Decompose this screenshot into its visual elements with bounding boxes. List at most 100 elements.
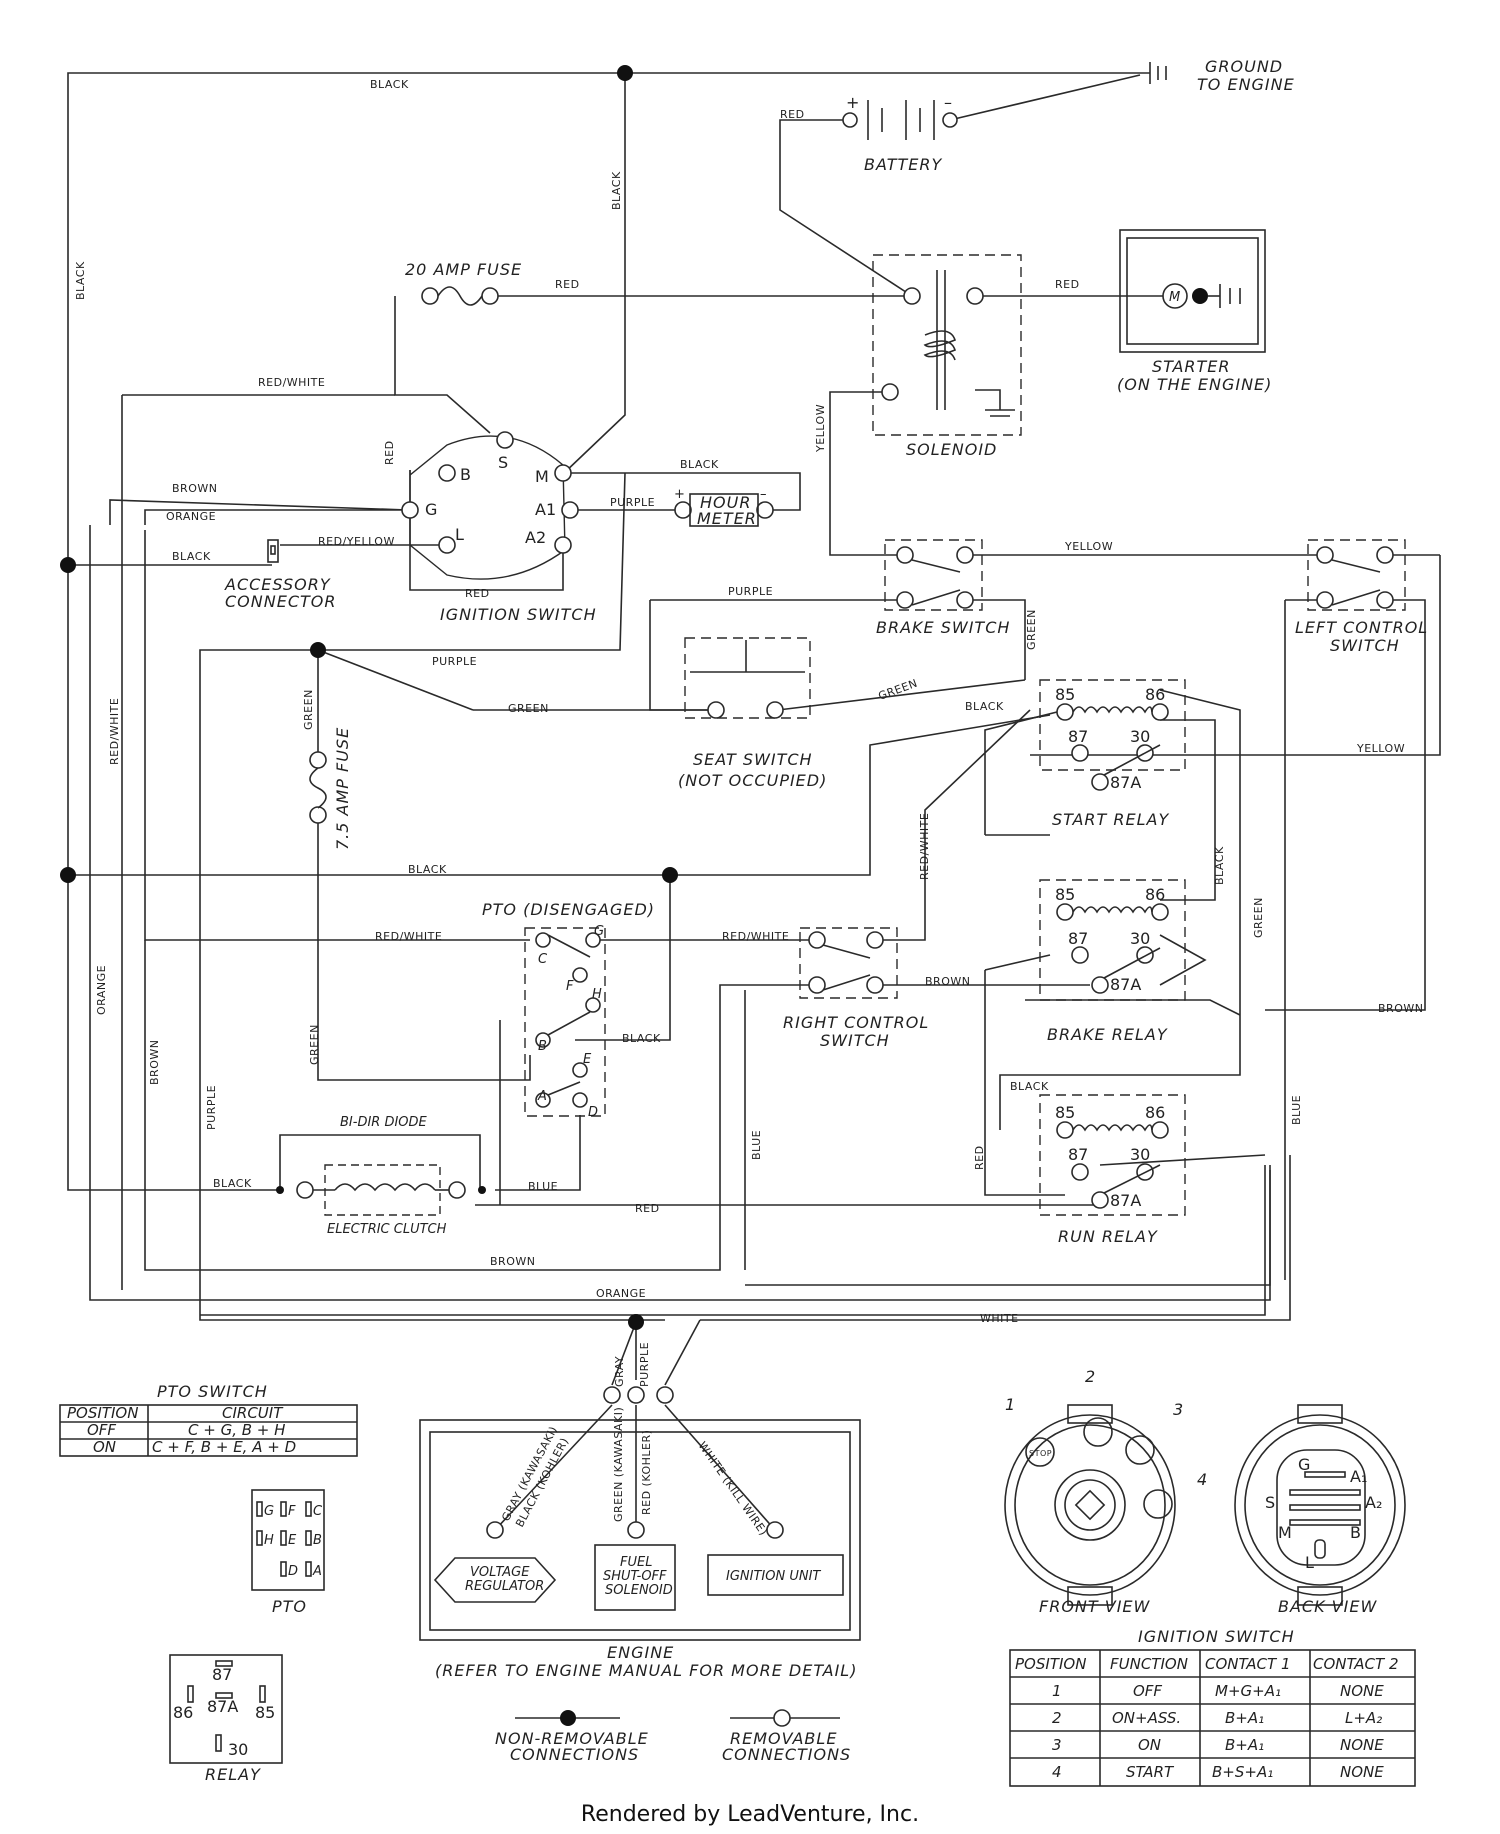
svg-text:L: L bbox=[1305, 1553, 1314, 1572]
brake-relay-87a: 87A bbox=[1110, 975, 1141, 994]
svg-text:A₂: A₂ bbox=[1365, 1493, 1382, 1512]
svg-text:B+A₁: B+A₁ bbox=[1225, 1736, 1264, 1754]
ign-pin-l: L bbox=[455, 525, 464, 544]
svg-text:G: G bbox=[594, 924, 604, 939]
svg-text:CONTACT 2: CONTACT 2 bbox=[1313, 1655, 1399, 1673]
right-control-label-2: SWITCH bbox=[820, 1031, 890, 1050]
svg-text:D: D bbox=[588, 1105, 598, 1120]
svg-text:M+G+A₁: M+G+A₁ bbox=[1215, 1682, 1281, 1700]
svg-text:A: A bbox=[312, 1564, 322, 1579]
ignition-back-view: G A₁ S A₂ M B L bbox=[1234, 1404, 1406, 1606]
svg-text:+: + bbox=[846, 93, 859, 112]
svg-text:C: C bbox=[313, 1504, 323, 1519]
svg-text:E: E bbox=[288, 1533, 297, 1548]
svg-text:BROWN: BROWN bbox=[172, 482, 217, 495]
right-control-switch bbox=[799, 927, 898, 999]
ign-pin-s: S bbox=[498, 453, 508, 472]
electric-clutch bbox=[276, 1164, 486, 1216]
hour-meter: + – bbox=[674, 487, 774, 527]
svg-text:C + F, B + E, A + D: C + F, B + E, A + D bbox=[152, 1438, 296, 1456]
voltage-label: VOLTAGE bbox=[470, 1565, 530, 1580]
svg-text:PURPLE: PURPLE bbox=[432, 655, 477, 668]
pto-pinout: G F C H E B D A bbox=[251, 1489, 325, 1591]
svg-text:WHITE: WHITE bbox=[980, 1312, 1019, 1325]
legend bbox=[515, 1709, 840, 1727]
pto-switch: G C F H B E A D bbox=[524, 924, 606, 1120]
ign-pin-g: G bbox=[425, 500, 437, 519]
svg-text:M: M bbox=[1169, 290, 1180, 305]
meter-label: METER bbox=[697, 509, 757, 528]
fuse-20a bbox=[421, 286, 499, 306]
fuse-7-5a-label: 7.5 AMP FUSE bbox=[333, 727, 352, 850]
svg-text:B: B bbox=[538, 1039, 547, 1054]
svg-text:BROWN: BROWN bbox=[1378, 1002, 1423, 1015]
svg-text:BROWN: BROWN bbox=[490, 1255, 535, 1268]
svg-text:4: 4 bbox=[1197, 1470, 1208, 1489]
ground-label: GROUND bbox=[1205, 57, 1283, 76]
svg-text:RED: RED bbox=[635, 1202, 660, 1215]
starter-label-2: (ON THE ENGINE) bbox=[1117, 375, 1272, 394]
brake-relay-86: 86 bbox=[1145, 885, 1165, 904]
svg-text:BLACK: BLACK bbox=[610, 171, 623, 210]
removable-label: REMOVABLE bbox=[730, 1729, 837, 1748]
run-relay-87: 87 bbox=[1068, 1145, 1088, 1164]
svg-text:87: 87 bbox=[212, 1665, 232, 1684]
svg-text:POSITION: POSITION bbox=[1015, 1655, 1086, 1673]
wire-labels: BLACK RED BLACK BLACK RED RED RED/WHITE … bbox=[74, 78, 1423, 1538]
engine-harness bbox=[419, 1386, 861, 1641]
svg-text:ON: ON bbox=[1138, 1736, 1161, 1754]
svg-text:PURPLE: PURPLE bbox=[728, 585, 773, 598]
starter-label: STARTER bbox=[1152, 357, 1231, 376]
fuse-7-5a bbox=[309, 751, 327, 824]
ignition-front-view: STOP 1 2 3 4 bbox=[1004, 1367, 1208, 1606]
svg-text:BLACK: BLACK bbox=[1213, 846, 1226, 885]
svg-text:STOP: STOP bbox=[1029, 1449, 1052, 1458]
svg-text:–: – bbox=[760, 487, 767, 502]
brake-relay-85: 85 bbox=[1055, 885, 1075, 904]
svg-text:1: 1 bbox=[1005, 1395, 1016, 1414]
clutch-label: ELECTRIC CLUTCH bbox=[327, 1222, 447, 1237]
wires bbox=[67, 62, 1441, 1531]
ign-pin-m: M bbox=[535, 467, 549, 486]
ignition-switch: B S M G A1 L A2 bbox=[401, 431, 579, 580]
engine-label-2: (REFER TO ENGINE MANUAL FOR MORE DETAIL) bbox=[435, 1661, 857, 1680]
svg-text:B: B bbox=[313, 1533, 322, 1548]
svg-text:PURPLE: PURPLE bbox=[205, 1085, 218, 1130]
fuse-20a-label: 20 AMP FUSE bbox=[405, 260, 522, 279]
svg-text:GREEN: GREEN bbox=[308, 1024, 321, 1065]
brake-switch-label: BRAKE SWITCH bbox=[876, 618, 1010, 637]
svg-text:GREEN (KAWASAKI): GREEN (KAWASAKI) bbox=[612, 1407, 625, 1522]
run-relay: 85 86 87 30 87A bbox=[1039, 1094, 1186, 1216]
svg-text:CONTACT 1: CONTACT 1 bbox=[1205, 1655, 1291, 1673]
svg-text:L+A₂: L+A₂ bbox=[1345, 1709, 1382, 1727]
svg-text:C: C bbox=[538, 952, 548, 967]
svg-text:GRAY: GRAY bbox=[613, 1356, 626, 1387]
svg-text:ORANGE: ORANGE bbox=[95, 965, 108, 1015]
start-relay-label: START RELAY bbox=[1052, 810, 1169, 829]
svg-text:BLACK: BLACK bbox=[680, 458, 719, 471]
svg-text:RED: RED bbox=[465, 587, 490, 600]
svg-text:NONE: NONE bbox=[1340, 1736, 1384, 1754]
svg-text:BLUE: BLUE bbox=[528, 1180, 558, 1193]
non-removable-label-2: CONNECTIONS bbox=[510, 1745, 639, 1764]
svg-text:RED: RED bbox=[555, 278, 580, 291]
svg-text:A: A bbox=[537, 1089, 547, 1104]
seat-switch bbox=[684, 637, 811, 719]
brake-relay-label: BRAKE RELAY bbox=[1047, 1025, 1168, 1044]
svg-text:RED/WHITE: RED/WHITE bbox=[722, 930, 789, 943]
svg-text:BLACK: BLACK bbox=[370, 78, 409, 91]
relay-pinout: 87 86 87A 85 30 bbox=[169, 1654, 283, 1764]
svg-text:BLACK: BLACK bbox=[1010, 1080, 1049, 1093]
ignition-table-title: IGNITION SWITCH bbox=[1138, 1627, 1295, 1646]
svg-text:30: 30 bbox=[228, 1740, 248, 1759]
svg-text:G: G bbox=[264, 1504, 274, 1519]
ignition-unit-label: IGNITION UNIT bbox=[726, 1569, 821, 1584]
svg-text:BLACK: BLACK bbox=[965, 700, 1004, 713]
start-relay-86: 86 bbox=[1145, 685, 1165, 704]
run-relay-30: 30 bbox=[1130, 1145, 1150, 1164]
svg-text:RED (KOHLER): RED (KOHLER) bbox=[640, 1430, 653, 1515]
brake-relay: 85 86 87 30 87A bbox=[1039, 879, 1186, 1001]
svg-text:BLUE: BLUE bbox=[1290, 1095, 1303, 1125]
svg-text:–: – bbox=[944, 93, 952, 112]
svg-text:RED: RED bbox=[383, 440, 396, 465]
